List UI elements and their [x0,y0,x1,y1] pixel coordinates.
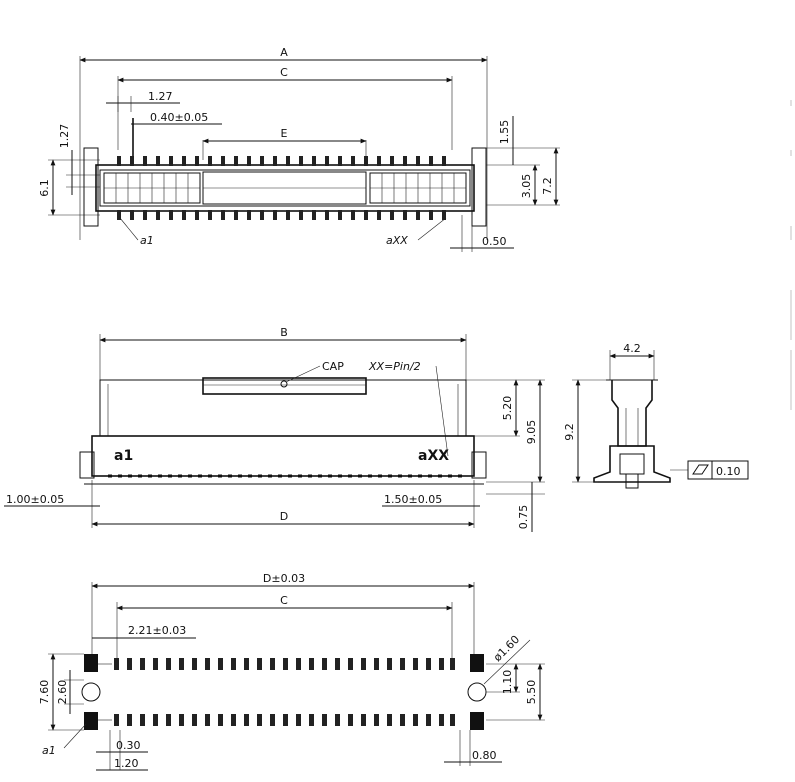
dim-b: B [280,326,288,339]
dim-905: 9.05 [525,420,538,445]
label-a1-footprint: a1 [42,744,56,757]
dim-110: 1.10 [501,670,514,695]
dim-pad-offset: 2.21±0.03 [128,624,186,637]
right-contact-grid [369,172,467,204]
dim-pitch-127: 1.27 [148,90,173,103]
dim-pitch-040: 0.40±0.05 [150,111,208,124]
dim-760: 7.60 [38,680,51,705]
dim-d: D [280,510,288,523]
dim-hole-dia: ø1.60 [491,633,522,664]
dim-c-footprint: C [280,594,288,607]
mark-a1: a1 [114,448,133,464]
label-a1-top: a1 [140,234,154,247]
dim-width-42: 4.2 [623,342,641,355]
dim-tail-050: 0.50 [482,235,507,248]
dim-pad-080: 0.80 [472,749,497,762]
dim-520: 5.20 [501,396,514,421]
dim-height-127: 1.27 [58,124,71,149]
dim-right-offset: 1.50±0.05 [384,493,442,506]
top-pin-row-upper [117,156,446,166]
label-formula: XX=Pin/2 [368,360,421,373]
dim-pad-120: 1.20 [114,757,139,770]
dim-height-92: 9.2 [563,423,576,441]
footprint-pad-row-upper [114,658,455,670]
left-contact-grid [103,172,201,204]
dim-height-61: 6.1 [38,179,51,197]
dim-d-tol: D±0.03 [263,572,305,585]
dim-075: 0.75 [517,505,530,530]
dim-260: 2.60 [56,680,69,705]
front-view: B CAP XX=Pin/2 a1 aXX 5.20 9.05 0.75 [4,326,545,532]
mark-axx: aXX [418,448,449,464]
top-pin-row-lower [117,210,446,220]
dim-pad-030: 0.30 [116,739,141,752]
label-axx-top: aXX [386,234,408,247]
top-view: A C 1.27 0.40±0.05 E 6.1 1.27 [38,46,560,252]
cap-shape [202,377,367,395]
label-cap: CAP [322,360,344,373]
dim-right-155: 1.55 [498,120,511,145]
dim-550: 5.50 [525,680,538,705]
dim-a: A [280,46,288,59]
side-view: 4.2 9.2 0.10 [563,342,749,489]
dim-c: C [280,66,288,79]
dim-e: E [281,127,288,140]
dim-right-72: 7.2 [541,177,554,195]
flatness-icon [692,464,709,475]
flatness-value: 0.10 [716,465,741,478]
flatness-frame [687,460,749,480]
dim-right-305: 3.05 [520,174,533,199]
footprint-pad-row-lower [114,714,455,726]
footprint-view: D±0.03 C 2.21±0.03 ø1.60 7.60 2 [38,572,545,771]
dim-left-offset: 1.00±0.05 [6,493,64,506]
